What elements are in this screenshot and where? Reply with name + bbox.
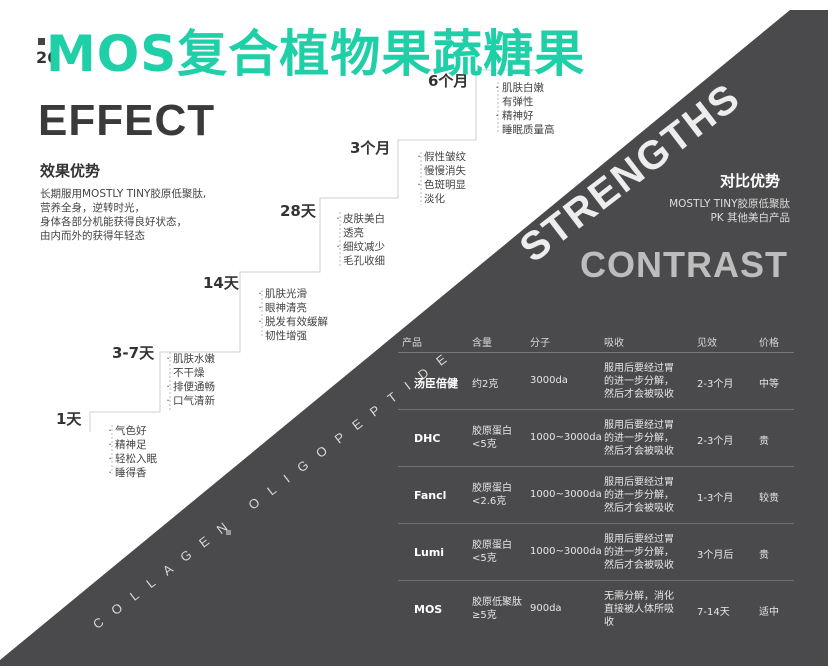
cell-molecule: 1000~3000da bbox=[530, 546, 602, 557]
stage-items-6months: ·肌肤白嫩 有弹性 ·精神好 睡眠质量高 bbox=[495, 81, 555, 137]
cell-product: DHC bbox=[414, 432, 441, 445]
stage-item: ·脱发有效缓解 bbox=[258, 316, 328, 328]
stage-item: ·排便通畅 bbox=[166, 381, 215, 393]
header-content: 含量 bbox=[472, 338, 492, 349]
cell-content: 胶原蛋白<5克 bbox=[472, 540, 512, 564]
stage-items-3months: ·假性皱纹 慢慢消失 ·色斑明显 淡化 bbox=[417, 150, 466, 206]
cell-price: 贵 bbox=[759, 436, 769, 447]
comparison-table: 产品 含量 分子 吸收 见效 价格 汤臣倍健 约2克 3000da 服用后要经过… bbox=[398, 330, 794, 637]
stage-label-3-7days: 3-7天 bbox=[112, 344, 155, 362]
stage-item: ·气色好 bbox=[108, 425, 147, 437]
stage-item: 睡眠质量高 bbox=[502, 124, 555, 136]
cell-product: 汤臣倍健 bbox=[414, 377, 458, 390]
header-product: 产品 bbox=[402, 338, 422, 349]
corner-number: 26 bbox=[36, 48, 59, 67]
cell-product: Fancl bbox=[414, 489, 447, 502]
stage-item: ·轻松入眠 bbox=[108, 453, 157, 465]
header-molecule: 分子 bbox=[530, 338, 550, 349]
stage-items-28days: ·皮肤美白 透亮 ·细纹减少 毛孔收细 bbox=[336, 212, 385, 268]
cell-absorption: 无需分解，消化直接被人体所吸收 bbox=[604, 591, 674, 628]
corner-mark bbox=[38, 38, 45, 45]
table-row: 汤臣倍健 约2克 3000da 服用后要经过胃的进一步分解，然后才会被吸收 2-… bbox=[398, 353, 794, 410]
stage-item: ·色斑明显 bbox=[417, 179, 466, 191]
cell-price: 较贵 bbox=[759, 493, 779, 504]
stage-label-14days: 14天 bbox=[203, 274, 239, 292]
advantage-line: 营养全身，逆转时光， bbox=[40, 202, 145, 214]
cell-molecule: 1000~3000da bbox=[530, 489, 602, 500]
advantage-line: 长期服用MOSTLY TINY胶原低聚肽, bbox=[40, 188, 207, 200]
table-header: 产品 含量 分子 吸收 见效 价格 bbox=[398, 330, 794, 353]
stage-items-14days: ·肌肤光滑 ·眼神清亮 ·脱发有效缓解 韧性增强 bbox=[258, 287, 328, 343]
stage-item: ·假性皱纹 bbox=[417, 151, 466, 163]
comparison-subtitle-1: MOSTLY TINY胶原低聚肽 bbox=[669, 198, 790, 210]
header-absorption: 吸收 bbox=[604, 338, 624, 349]
cell-price: 适中 bbox=[759, 607, 779, 618]
effect-title: EFFECT bbox=[38, 96, 216, 145]
stage-label-6months: 6个月 bbox=[428, 72, 469, 90]
stage-item: ·精神好 bbox=[495, 110, 534, 122]
table-row: MOS 胶原低聚肽≥5克 900da 无需分解，消化直接被人体所吸收 7-14天… bbox=[398, 581, 794, 637]
cell-molecule: 1000~3000da bbox=[530, 432, 602, 443]
stage-item: ·口气清新 bbox=[166, 395, 215, 407]
cell-effect: 7-14天 bbox=[697, 607, 730, 618]
stage-label-28days: 28天 bbox=[280, 202, 316, 220]
advantage-line: 身体各部分机能获得良好状态， bbox=[40, 216, 187, 228]
stage-item: 韧性增强 bbox=[265, 330, 307, 342]
stage-item: ·睡得香 bbox=[108, 467, 147, 479]
stage-label-1day: 1天 bbox=[56, 410, 82, 428]
comparison-subtitle-2: PK 其他美白产品 bbox=[710, 212, 790, 224]
stage-item: 不干燥 bbox=[173, 367, 205, 379]
cell-product: MOS bbox=[414, 603, 443, 616]
stage-items-1day: ·气色好 ·精神足 ·轻松入眠 ·睡得香 bbox=[108, 424, 157, 480]
advantage-line: 由内而外的获得年轻态 bbox=[40, 230, 145, 242]
table-row: DHC 胶原蛋白<5克 1000~3000da 服用后要经过胃的进一步分解，然后… bbox=[398, 410, 794, 467]
cell-absorption: 服用后要经过胃的进一步分解，然后才会被吸收 bbox=[604, 363, 674, 400]
header-effect: 见效 bbox=[697, 338, 717, 349]
stage-item: 淡化 bbox=[424, 193, 445, 205]
headline: MOS复合植物果蔬糖果 bbox=[46, 25, 586, 83]
cell-molecule: 900da bbox=[530, 603, 562, 614]
stage-label-3months: 3个月 bbox=[350, 139, 391, 157]
stage-item: ·肌肤水嫩 bbox=[166, 353, 215, 365]
advantage-title: 效果优势 bbox=[40, 162, 101, 180]
cell-effect: 2-3个月 bbox=[697, 379, 734, 390]
cell-price: 贵 bbox=[759, 550, 769, 561]
stage-item: 透亮 bbox=[343, 227, 364, 239]
header-price: 价格 bbox=[759, 338, 779, 349]
cell-content: 胶原低聚肽≥5克 bbox=[472, 597, 522, 621]
stage-item: ·皮肤美白 bbox=[336, 213, 385, 225]
cell-effect: 3个月后 bbox=[697, 550, 734, 561]
stage-item: 有弹性 bbox=[502, 96, 534, 108]
cell-price: 中等 bbox=[759, 379, 779, 390]
cell-content: 胶原蛋白<5克 bbox=[472, 426, 512, 450]
stage-item: ·眼神清亮 bbox=[258, 302, 307, 314]
cell-absorption: 服用后要经过胃的进一步分解，然后才会被吸收 bbox=[604, 534, 674, 571]
cell-product: Lumi bbox=[414, 546, 445, 559]
cell-molecule: 3000da bbox=[530, 375, 568, 386]
stage-item: ·肌肤白嫩 bbox=[495, 82, 544, 94]
stage-item: ·细纹减少 bbox=[336, 241, 385, 253]
cell-effect: 2-3个月 bbox=[697, 436, 734, 447]
comparison-title: 对比优势 bbox=[720, 172, 781, 190]
cell-absorption: 服用后要经过胃的进一步分解，然后才会被吸收 bbox=[604, 420, 674, 457]
table-row: Lumi 胶原蛋白<5克 1000~3000da 服用后要经过胃的进一步分解，然… bbox=[398, 524, 794, 581]
table-row: Fancl 胶原蛋白<2.6克 1000~3000da 服用后要经过胃的进一步分… bbox=[398, 467, 794, 524]
cell-effect: 1-3个月 bbox=[697, 493, 734, 504]
cell-content: 约2克 bbox=[472, 379, 499, 390]
stage-item: 毛孔收细 bbox=[343, 255, 385, 267]
stage-item: ·肌肤光滑 bbox=[258, 288, 307, 300]
cell-absorption: 服用后要经过胃的进一步分解，然后才会被吸收 bbox=[604, 477, 674, 514]
stage-item: ·精神足 bbox=[108, 439, 147, 451]
stage-item: 慢慢消失 bbox=[424, 165, 466, 177]
cell-content: 胶原蛋白<2.6克 bbox=[472, 483, 512, 507]
stage-items-3-7days: ·肌肤水嫩 不干燥 ·排便通畅 ·口气清新 bbox=[166, 352, 215, 408]
contrast-word: CONTRAST bbox=[580, 244, 788, 285]
